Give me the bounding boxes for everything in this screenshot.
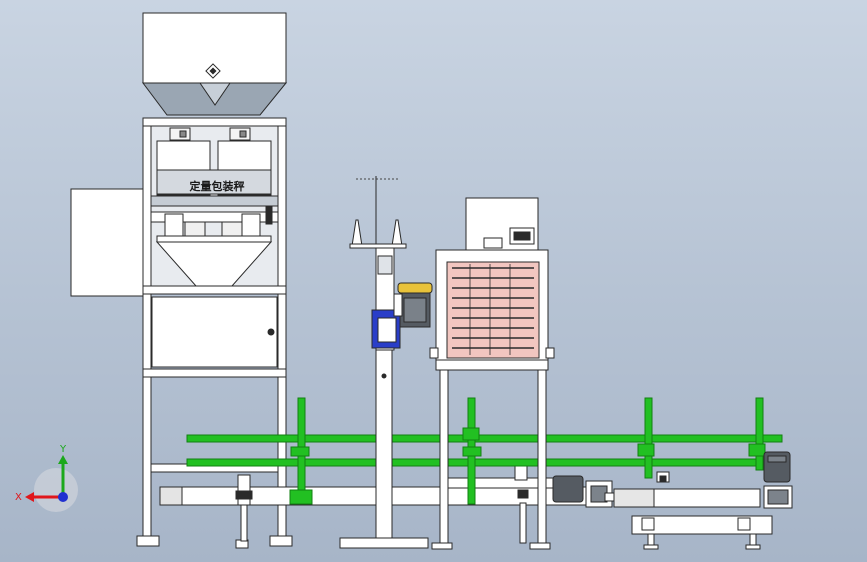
secondary-conveyor <box>613 451 793 550</box>
z-axis-dot <box>58 492 68 502</box>
frame-left-post <box>142 117 152 539</box>
x-axis-label: X <box>15 492 22 503</box>
cabinet-door <box>151 296 278 368</box>
y-axis-label: Y <box>59 444 67 455</box>
roller-conveyor <box>186 397 783 505</box>
thread-cone-left <box>351 219 363 247</box>
conveyor-motor <box>552 475 584 503</box>
control-box <box>70 188 144 297</box>
drive-pulley-yellow <box>397 282 433 294</box>
frame-right-post <box>277 117 287 539</box>
packing-scale-tower: 定量包装秤 <box>70 12 293 549</box>
door-knob-icon <box>267 328 275 336</box>
filter-panel <box>446 261 540 359</box>
triad-disc <box>34 468 78 512</box>
scale-label: 定量包装秤 <box>190 179 245 193</box>
roller-rail-upper <box>186 434 783 443</box>
dust-filter-unit <box>429 197 555 550</box>
axis-triad: Y X <box>15 444 78 512</box>
roller-rail-lower <box>186 458 783 467</box>
diamond-icon <box>205 63 221 79</box>
sewing-machine-column <box>339 176 433 549</box>
filter-grille <box>452 267 534 349</box>
thread-cone-right <box>391 219 403 247</box>
belt-conveyor <box>159 465 620 544</box>
